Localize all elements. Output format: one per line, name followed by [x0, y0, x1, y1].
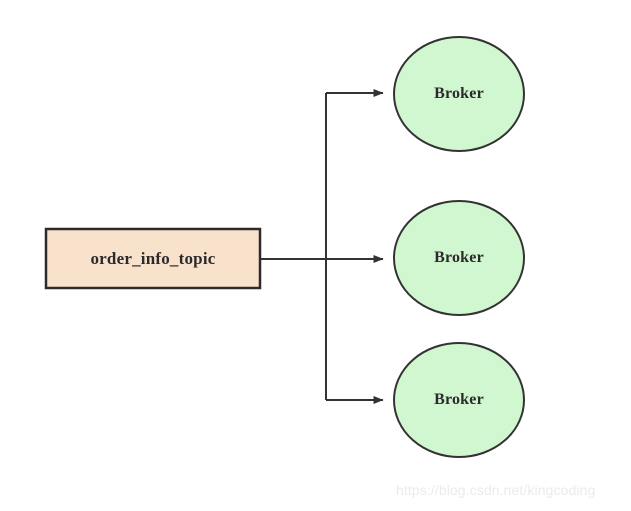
broker-node-3-shape[interactable] — [393, 342, 525, 458]
broker-node-1-shape[interactable] — [393, 36, 525, 152]
topic-node-shape[interactable] — [44, 227, 262, 290]
watermark-text: https://blog.csdn.net/kingcoding — [396, 482, 596, 498]
broker-node-2-shape[interactable] — [393, 200, 525, 316]
